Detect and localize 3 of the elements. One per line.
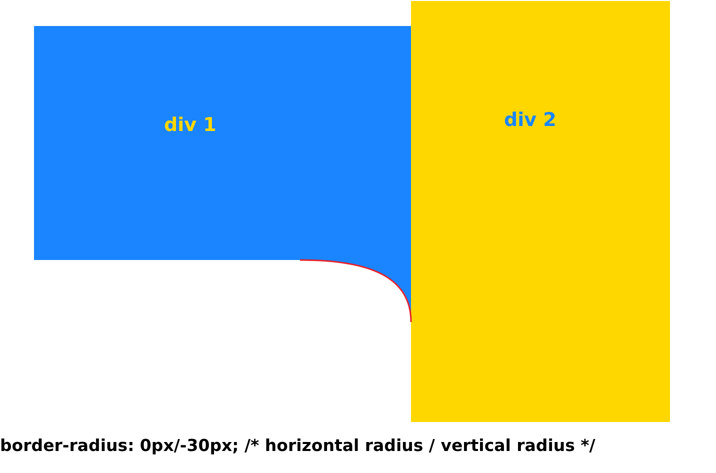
- box-label: div 2: [504, 109, 556, 131]
- box-label: div 1: [164, 114, 216, 136]
- caption: border-radius: 0px/-30px; /* horizontal radius / vertical radius */: [0, 436, 596, 455]
